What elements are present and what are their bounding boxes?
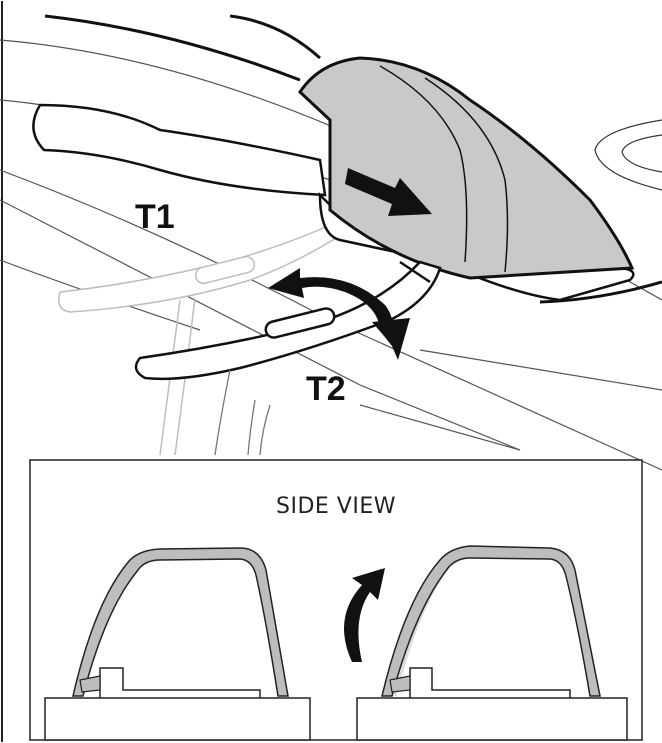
roof-rail [44,14,662,304]
label-t2: T2 [306,370,346,408]
side-view-closed [44,547,311,741]
foot-struts [214,369,271,456]
lever-t2 [134,260,442,381]
curved-up-arrow-icon [344,568,385,662]
side-view-open [356,545,628,741]
label-t1: T1 [135,198,175,236]
arrow-right-icon [345,168,432,216]
rack-foot [298,56,635,302]
inset-title: SIDE VIEW [276,494,396,519]
lever-t1 [32,103,327,197]
window-curve [594,119,662,191]
curved-double-arrow-icon [268,268,410,360]
side-view-inset: SIDE VIEW [29,459,643,741]
